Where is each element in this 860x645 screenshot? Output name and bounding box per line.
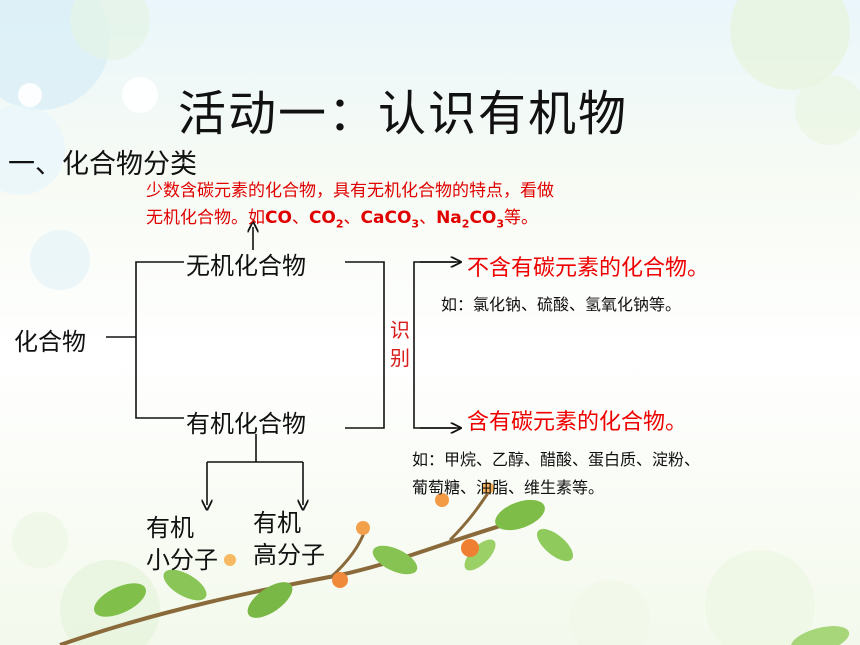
small-molecule-line-2: 小分子 [146,546,218,574]
bokeh-circle [30,230,90,290]
note-suffix: 等。 [504,208,539,228]
bokeh-circle [18,83,42,107]
note-line-2: 无机化合物。如CO、CO2、CaCO3、Na2CO3等。 [146,203,538,230]
organic-examples-line-2: 葡萄糖、油脂、维生素等。 [412,478,605,497]
bokeh-circle [570,580,650,645]
bokeh-circle [0,105,65,195]
note-prefix: 无机化合物。如 [146,208,265,228]
note-separator: 、 [419,208,437,228]
leaf [163,569,207,601]
identify-label: 识别 [390,318,410,370]
bokeh-circle [730,0,850,90]
leaf [495,499,545,531]
identify-bracket-right [413,261,462,429]
leaf [790,626,850,645]
node-inorganic: 无机化合物 [186,252,306,280]
bokeh-circle [12,512,68,568]
bokeh-circle [70,0,150,60]
bokeh-circle [705,550,815,645]
node-organic: 有机化合物 [186,410,306,438]
flower-bud [435,493,449,507]
flower-bud [224,554,236,566]
branch [448,489,492,542]
large-molecule-line-2: 高分子 [253,541,325,569]
section-heading: 一、化合物分类 [8,149,197,180]
formula-na2co3: Na2CO3 [436,208,505,231]
large-molecule-line-1: 有机 [253,509,301,537]
bokeh-circle [122,77,158,113]
organic-definition: 含有碳元素的化合物。 [467,410,688,435]
small-molecule-line-1: 有机 [146,514,194,542]
inorganic-examples: 如：氯化钠、硫酸、氢氧化钠等。 [441,295,682,314]
flower-bud [332,572,348,588]
leaf [372,545,418,575]
bokeh-circle [795,75,860,145]
flower-bud [482,482,494,494]
node-compound: 化合物 [14,328,86,356]
branch [59,518,521,645]
classification-bracket [135,261,184,419]
leaf [536,528,574,562]
leaf [247,582,293,618]
note-separator: 、 [291,208,309,228]
slide-title: 活动一：认识有机物 [178,86,629,142]
formula-caco3: CaCO3 [360,208,420,231]
flower-bud [461,539,479,557]
formula-co: CO [265,208,292,228]
organic-examples-line-1: 如：甲烷、乙醇、醋酸、蛋白质、淀粉、 [412,450,701,469]
inorganic-definition: 不含有碳元素的化合物。 [467,256,710,281]
leaf [464,539,496,571]
formula-co2: CO2 [308,208,344,231]
flower-bud [356,521,370,535]
identify-bracket-left [345,261,385,429]
note-line-1: 少数含碳元素的化合物，具有无机化合物的特点，看做 [146,181,554,201]
leaf [94,583,146,617]
note-separator: 、 [343,208,361,228]
